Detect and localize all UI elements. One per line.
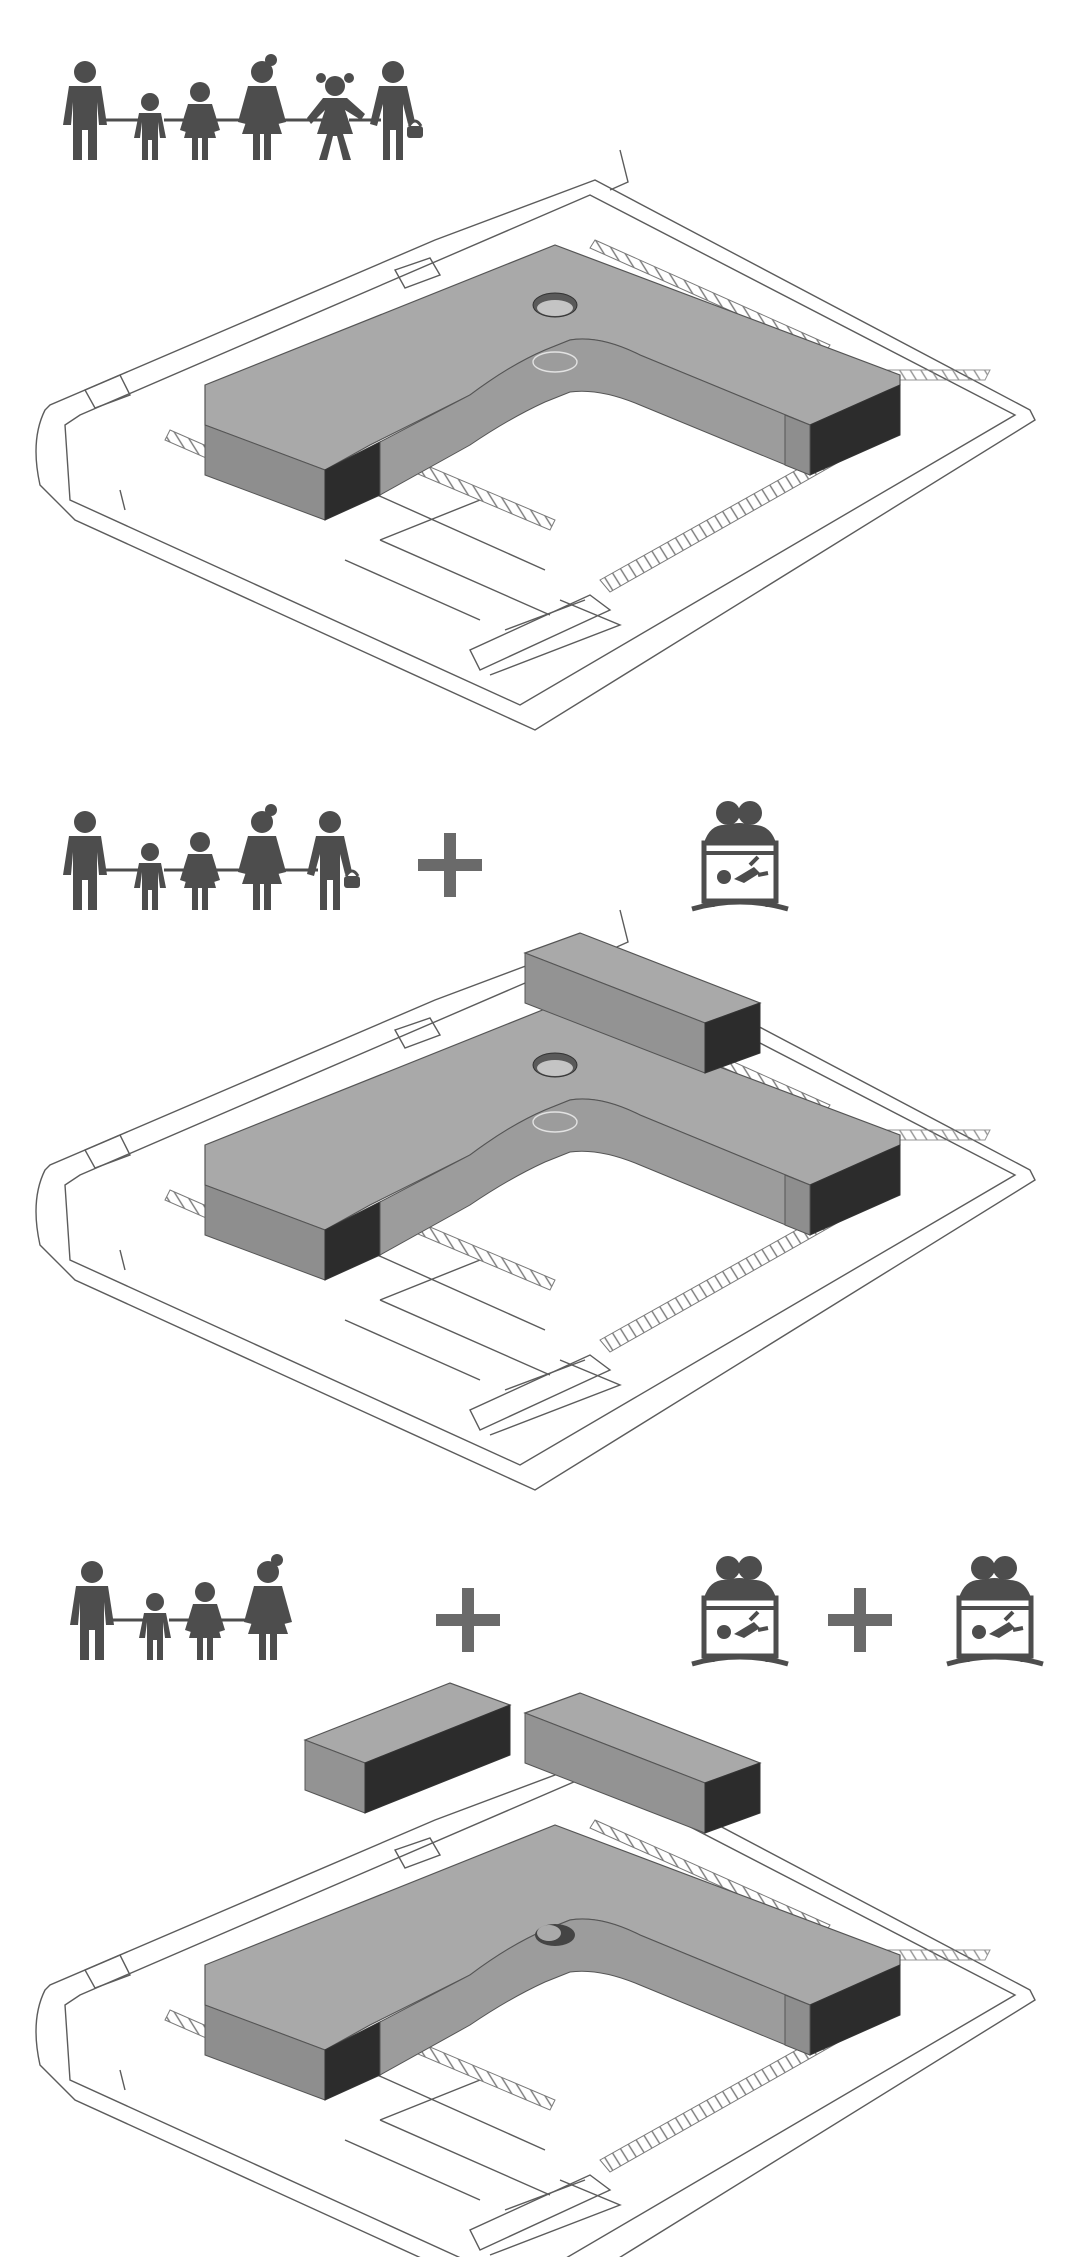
upper-block-left [303, 1682, 512, 1814]
main-building [204, 1004, 901, 1281]
nursery-crib-icon [946, 1556, 1044, 1667]
girl-icon [185, 1582, 225, 1660]
panel-2 [35, 801, 1036, 1491]
woman-handbag-icon [307, 811, 360, 910]
child-icon [139, 1593, 171, 1660]
child-icon [134, 843, 166, 910]
family-group [63, 54, 423, 160]
woman-icon [238, 54, 286, 160]
main-building [204, 244, 901, 521]
man-icon [63, 811, 107, 910]
girl-icon [180, 832, 220, 910]
upper-block-right [523, 932, 762, 1074]
panel-1 [35, 54, 1036, 731]
woman-handbag-icon [370, 61, 423, 160]
girl-icon [180, 82, 220, 160]
man-icon [70, 1561, 114, 1660]
child-icon [134, 93, 166, 160]
family-group [63, 804, 360, 910]
panel-3 [35, 1554, 1044, 2257]
nursery-crib-icon [691, 801, 789, 912]
nursery-crib-icon [691, 1556, 789, 1667]
plus-icon [828, 1588, 892, 1652]
woman-icon [244, 1554, 292, 1660]
plus-icon [418, 833, 482, 897]
family-group [70, 1554, 292, 1660]
upper-block-right [523, 1692, 762, 1834]
plus-icon [436, 1588, 500, 1652]
woman-icon [238, 804, 286, 910]
man-icon [63, 61, 107, 160]
main-building [204, 1824, 901, 2101]
girl-pigtails-icon [307, 73, 365, 160]
